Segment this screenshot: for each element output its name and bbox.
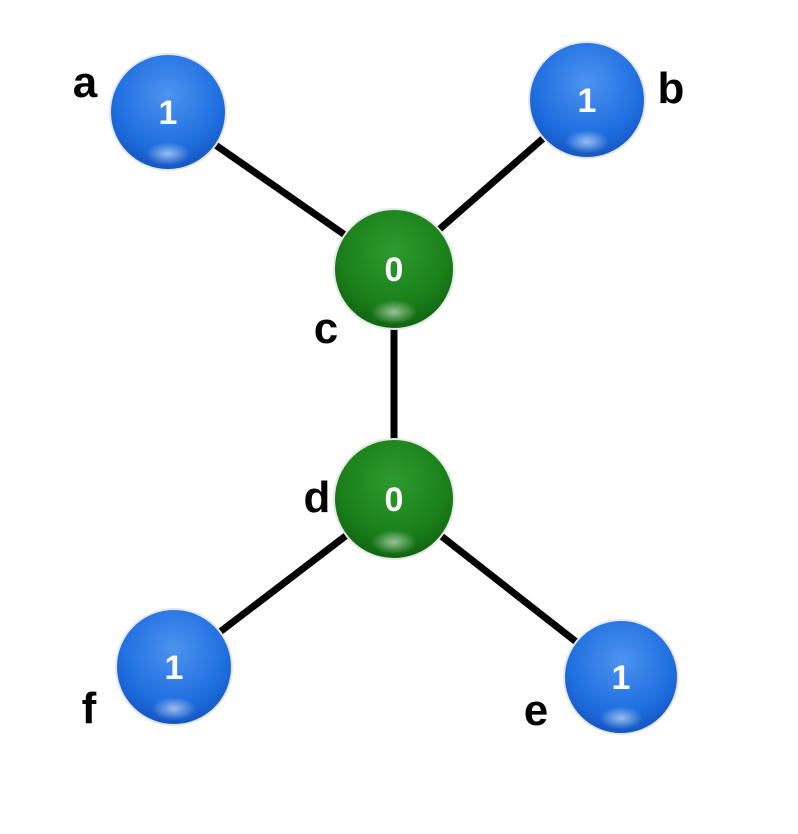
node-highlight-a bbox=[145, 142, 191, 166]
node-highlight-f bbox=[151, 697, 197, 721]
node-value-e: 1 bbox=[612, 659, 631, 697]
node-label-d: d bbox=[304, 473, 331, 522]
node-circle-d bbox=[333, 438, 455, 560]
node-f: 1f bbox=[82, 608, 233, 733]
node-highlight-b bbox=[564, 130, 610, 154]
node-value-f: 1 bbox=[165, 649, 184, 687]
node-circle-f bbox=[115, 608, 233, 726]
edges bbox=[166, 97, 624, 680]
node-highlight-e bbox=[599, 706, 643, 730]
node-value-c: 0 bbox=[385, 251, 404, 289]
node-e: 1e bbox=[524, 619, 679, 735]
node-circle-b bbox=[528, 41, 646, 159]
node-value-b: 1 bbox=[578, 82, 597, 120]
node-value-a: 1 bbox=[159, 94, 178, 132]
node-label-f: f bbox=[82, 684, 97, 733]
node-label-c: c bbox=[314, 304, 338, 353]
node-label-b: b bbox=[658, 64, 685, 113]
node-label-e: e bbox=[524, 686, 548, 735]
node-circle-c bbox=[333, 208, 455, 330]
node-label-a: a bbox=[73, 58, 98, 107]
node-value-d: 0 bbox=[385, 481, 404, 519]
node-a: 1a bbox=[73, 53, 227, 171]
node-circle-e bbox=[563, 619, 679, 735]
node-c: 0c bbox=[314, 208, 455, 353]
node-highlight-c bbox=[371, 300, 417, 325]
node-d: 0d bbox=[304, 438, 455, 560]
node-circle-a bbox=[109, 53, 227, 171]
node-highlight-d bbox=[371, 530, 417, 555]
